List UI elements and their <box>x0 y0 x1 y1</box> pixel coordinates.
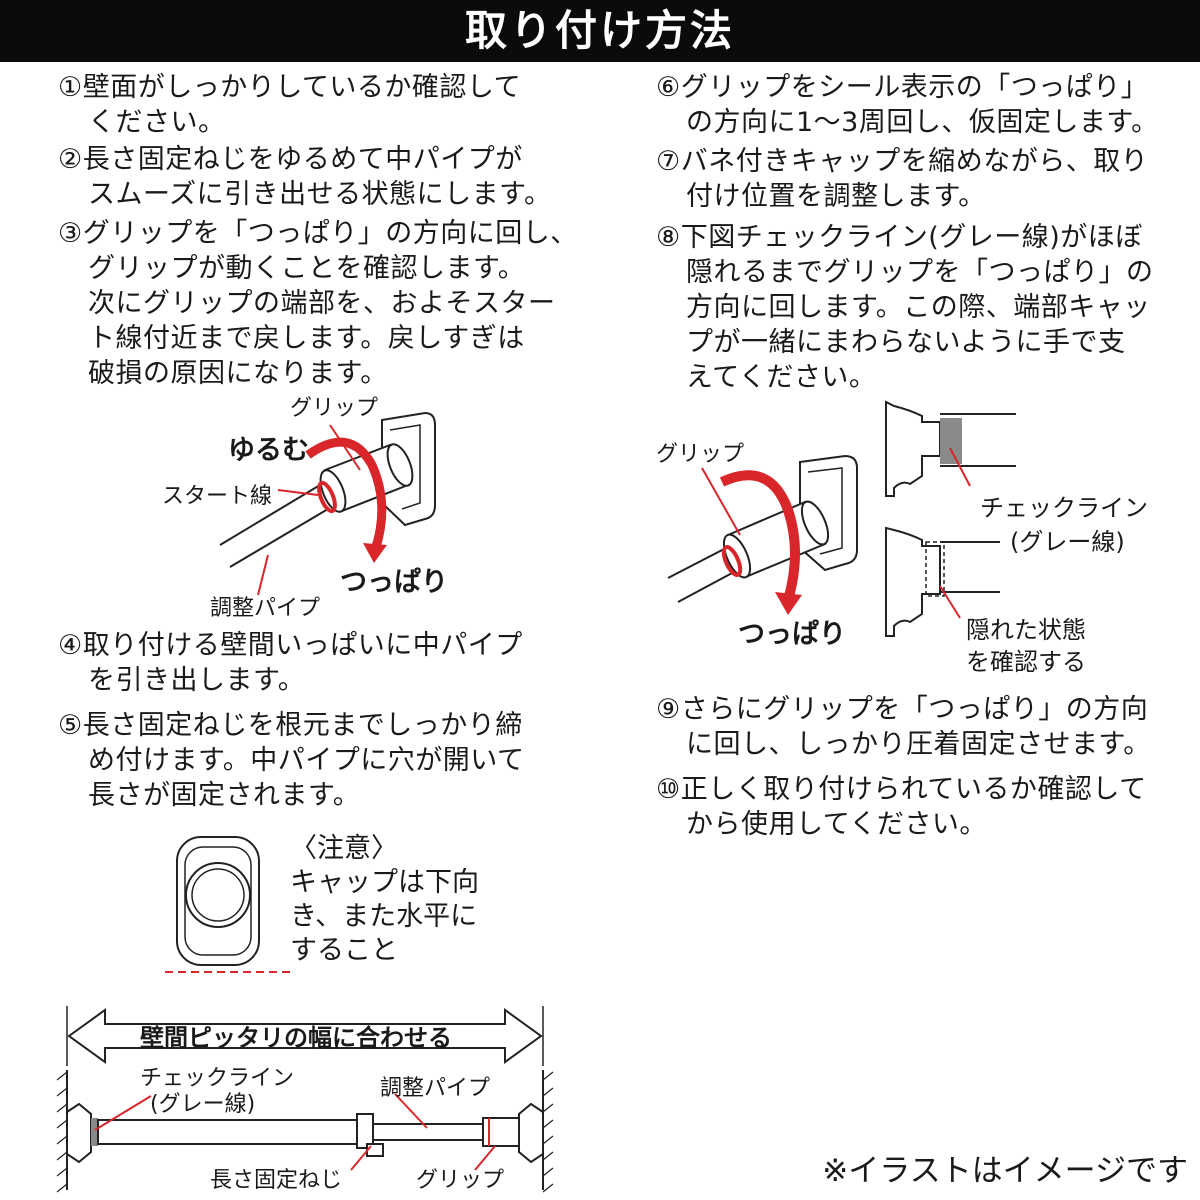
step-number: ⑥ <box>656 72 681 103</box>
hidden-check-line <box>925 541 945 597</box>
step-text: の方向に1～3周回し、仮固定します。 <box>686 107 1159 138</box>
step-text: を引き出します。 <box>88 665 306 696</box>
step-text: 長さ固定ねじを根元までしっかり締 <box>82 710 523 741</box>
caution-line: キャップは下向 <box>290 867 479 898</box>
fig1-illustration <box>219 411 436 596</box>
step-text: め付けます。中パイプに穴が開いて <box>88 745 525 776</box>
step-5: ⑤長さ固定ねじを根元までしっかり締 め付けます。中パイプに穴が開いて 長さが固定… <box>58 708 525 813</box>
start-line-ring <box>317 480 337 514</box>
step-text: バネ付きキャップを縮めながら、取り <box>680 146 1149 177</box>
fig3-screw-label: 長さ固定ねじ <box>210 1168 343 1193</box>
caution-line: すること <box>290 935 398 966</box>
step-text: 取り付ける壁間いっぱいに中パイプ <box>82 630 523 661</box>
fig1-pipe-label: 調整パイプ <box>210 596 321 621</box>
caution-note: 〈注意〉 キャップは下向 き、また水平に すること <box>290 832 479 968</box>
step-6: ⑥グリップをシール表示の「つっぱり」 の方向に1～3周回し、仮固定します。 <box>656 70 1159 140</box>
right-end-cap <box>518 1102 544 1164</box>
step-text: 隠れるまでグリップを「つっぱり」の <box>686 257 1154 288</box>
step-text: に回し、しっかり圧着固定させます。 <box>686 729 1151 760</box>
step-text: プが一緒にまわらないように手で支 <box>686 327 1126 358</box>
step-text: さらにグリップを「つっぱり」の方向 <box>680 694 1149 725</box>
length-fixing-screw <box>356 1113 374 1149</box>
fig3-grip-label: グリップ <box>416 1168 505 1193</box>
step-4: ④取り付ける壁間いっぱいに中パイプ を引き出します。 <box>58 628 523 698</box>
hidden-state-label-2: を確認する <box>966 648 1086 676</box>
step-text: ください。 <box>88 107 226 138</box>
step-3: ③グリップを「つっぱり」の方向に回し、 グリップが動くことを確認します。 次にグ… <box>58 216 578 391</box>
outer-pipe <box>97 1119 361 1145</box>
step-number: ⑩ <box>656 774 681 805</box>
left-end-cap <box>66 1102 92 1164</box>
step-9: ⑨さらにグリップを「つっぱり」の方向 に回し、しっかり圧着固定させます。 <box>656 692 1151 762</box>
cap-front-view <box>165 836 295 973</box>
pipe-bottom <box>677 571 735 603</box>
step-number: ⑨ <box>656 694 681 725</box>
step-text: グリップが動くことを確認します。 <box>88 253 526 284</box>
step-text: ト線付近まで戻します。戻しすぎは <box>88 323 525 354</box>
start-line-ring <box>721 545 743 577</box>
pipe-top <box>667 547 727 579</box>
step-10: ⑩正しく取り付けられているか確認して から使用してください。 <box>656 772 1147 842</box>
fig2-illustration <box>667 454 858 615</box>
step-2: ②長さ固定ねじをゆるめて中パイプが スムーズに引き出せる状態にします。 <box>58 142 551 212</box>
span-arrow <box>67 1008 543 1064</box>
fig1-tighten-label: つっぱり <box>340 567 448 598</box>
step-number: ① <box>58 72 83 103</box>
step-text: 正しく取り付けられているか確認して <box>680 774 1147 805</box>
step-text: えてください。 <box>686 362 877 393</box>
step-text: 下図チェックライン(グレー線)がほぼ <box>680 222 1143 253</box>
step-text: スムーズに引き出せる状態にします。 <box>88 179 552 210</box>
step-text: 付け位置を調整します。 <box>686 181 986 212</box>
step-number: ③ <box>58 218 83 249</box>
step-1: ①壁面がしっかりしているか確認して ください。 <box>58 70 521 140</box>
fig3-pipe-label: 調整パイプ <box>380 1076 491 1101</box>
step-text: 破損の原因になります。 <box>88 358 388 389</box>
step-7: ⑦バネ付きキャップを縮めながら、取り 付け位置を調整します。 <box>656 144 1148 214</box>
fig3-check-line-sub-label: (グレー線) <box>150 1092 256 1117</box>
step-8: ⑧下図チェックライン(グレー線)がほぼ 隠れるまでグリップを「つっぱり」の 方向… <box>656 220 1154 395</box>
step-number: ② <box>58 144 83 175</box>
adjustment-pipe <box>372 1123 484 1141</box>
fig2-grip-label: グリップ <box>656 442 745 467</box>
fig1-start-line-label: スタート線 <box>162 484 273 509</box>
span-label: 壁間ピッタリの幅に合わせる <box>140 1024 452 1052</box>
step-number: ⑦ <box>656 146 681 177</box>
step-text: 壁面がしっかりしているか確認して <box>82 72 522 103</box>
fig2-tighten-label: つっぱり <box>738 619 846 650</box>
end-cap-lower <box>885 526 941 637</box>
fig3-check-line-label: チェックライン <box>140 1066 295 1091</box>
page-title: 取り付け方法 <box>0 0 1200 62</box>
illustration-disclaimer: ※イラストはイメージです <box>822 1153 1188 1189</box>
rotation-arrow <box>719 470 800 602</box>
caution-line: き、また水平に <box>290 901 478 932</box>
installation-diagram <box>56 1006 554 1193</box>
hidden-state-label-1: 隠れた状態 <box>966 616 1086 644</box>
step-number: ⑤ <box>58 710 83 741</box>
check-line-sub-label: (グレー線) <box>1010 528 1125 556</box>
step-text: グリップを「つっぱり」の方向に回し、 <box>82 218 578 249</box>
grey-check-line <box>940 418 962 464</box>
fig1-grip-label: グリップ <box>290 396 379 421</box>
step-number: ④ <box>58 630 83 661</box>
step-text: 方向に回します。この際、端部キャッ <box>686 292 1151 323</box>
step-text: から使用してください。 <box>686 809 987 840</box>
end-cap-upper <box>885 400 941 497</box>
pipe-top <box>219 484 321 546</box>
step-text: 長さが固定されます。 <box>88 780 361 811</box>
caution-title: 〈注意〉 <box>290 833 398 864</box>
step-number: ⑧ <box>656 222 681 253</box>
pipe-bottom <box>229 508 329 568</box>
fig1-loosen-label: ゆるむ <box>228 435 309 466</box>
grey-check-line <box>91 1118 98 1146</box>
rotation-arrow <box>305 437 387 552</box>
step-text: 長さ固定ねじをゆるめて中パイプが <box>82 144 523 175</box>
step-text: 次にグリップの端部を、およそスター <box>88 288 556 319</box>
check-line-label: チェックライン <box>980 494 1148 522</box>
step-text: グリップをシール表示の「つっぱり」 <box>680 72 1149 103</box>
check-line-diagram <box>885 400 1016 637</box>
